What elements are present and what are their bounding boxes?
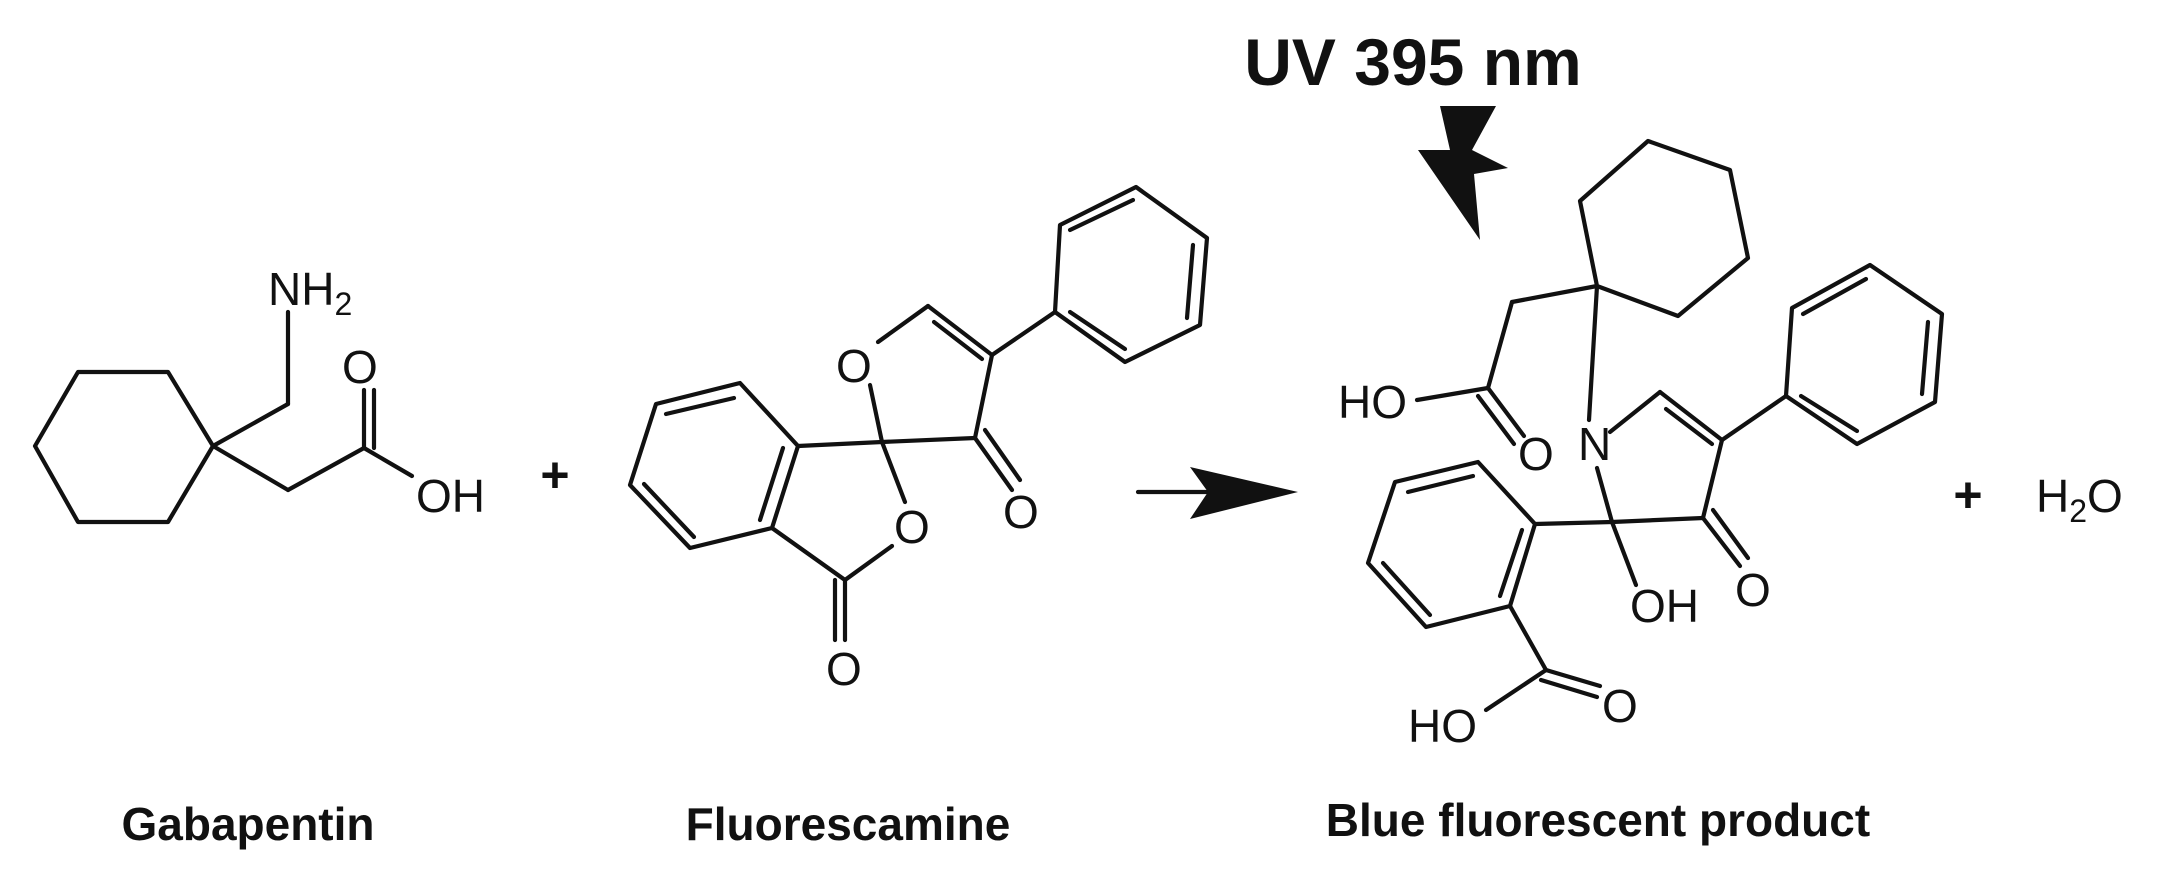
water-label: H2O [2036, 470, 2123, 529]
product-ring-n: N [1578, 418, 1611, 470]
product-hemiaminal-oh: OH [1630, 580, 1699, 632]
plus-sign-2: + [1953, 467, 1982, 523]
product-acid-o: O [1518, 428, 1554, 480]
fluorescamine-ketone-o: O [1003, 486, 1039, 538]
reaction-arrow-icon [1135, 467, 1298, 519]
fluorescamine-caption: Fluorescamine [686, 798, 1011, 850]
gabapentin-structure: NH2 O OH [32, 263, 485, 525]
fluorescamine-structure: O O O O [627, 184, 1210, 695]
fluorescamine-ring-o2: O [894, 501, 930, 553]
product-acid-ho: HO [1338, 376, 1407, 428]
product-structure: HO O N OH O HO O [1338, 138, 1945, 752]
product-caption: Blue fluorescent product [1326, 794, 1870, 846]
product-benzoic-o: O [1602, 680, 1638, 732]
gabapentin-hydroxyl: OH [416, 470, 485, 522]
product-ketone-o: O [1735, 564, 1771, 616]
lightning-bolt-icon [1418, 106, 1508, 240]
product-benzoic-ho: HO [1408, 700, 1477, 752]
gabapentin-caption: Gabapentin [121, 798, 374, 850]
fluorescamine-ring-o1: O [836, 340, 872, 392]
plus-sign-1: + [540, 447, 569, 503]
gabapentin-amine-label: NH2 [268, 263, 352, 322]
gabapentin-carbonyl-o: O [342, 341, 378, 393]
uv-condition-label: UV 395 nm [1244, 25, 1581, 99]
fluorescamine-lactone-o: O [826, 643, 862, 695]
